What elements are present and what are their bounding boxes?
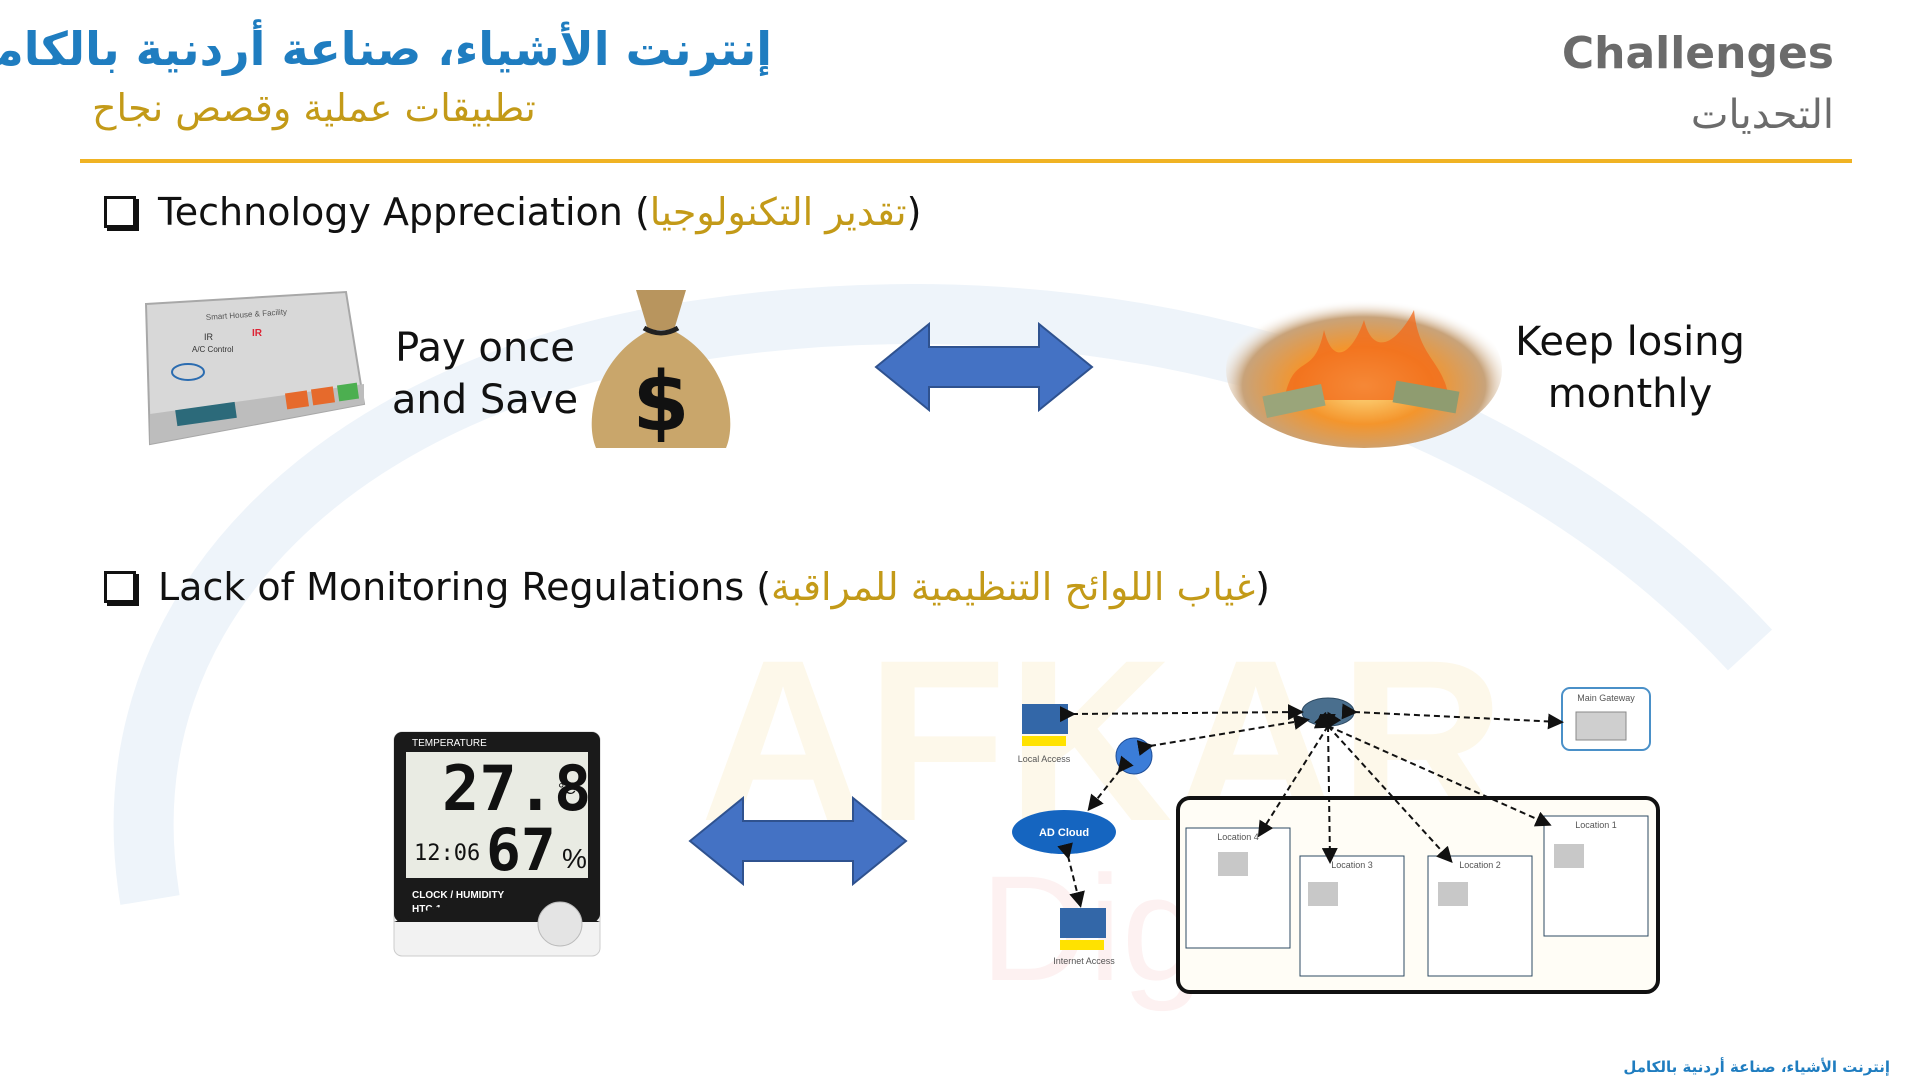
keep-losing-caption: Keep losing monthly [1500,316,1760,420]
svg-text:Location 4: Location 4 [1217,832,1259,842]
checkbox-icon [104,571,136,603]
footer-text: إنترنت الأشياء، صناعة أردنية بالكامل [1623,1058,1890,1076]
device-label-c: A/C Control [192,345,234,354]
bullet-label-en: Lack of Monitoring Regulations ( [158,565,772,609]
svg-text:Location 1: Location 1 [1575,820,1617,830]
thermo-label2: HTC-1 [412,904,442,915]
bullet-label-ar: غياب اللوائح التنظيمية للمراقبة [771,565,1256,609]
pay-once-caption: Pay once and Save [390,322,580,426]
location-3-box: Location 3 [1299,855,1405,977]
keep-losing-line1: Keep losing [1515,319,1745,365]
thermo-time: 12:06 [414,841,480,866]
bullet-label-ar: تقدير التكنولوجيا [649,190,907,234]
dollar-sign: $ [632,355,689,450]
double-arrow-1 [874,322,1094,412]
cloud-label: AD Cloud [1039,827,1089,839]
bullet-technology-appreciation: Technology Appreciation (تقدير التكنولوج… [104,190,921,234]
bullet-monitoring-regulations: Lack of Monitoring Regulations (غياب الل… [104,565,1270,609]
device-label-b: IR [204,332,214,342]
main-gateway-label: Main Gateway [1577,693,1635,703]
local-access-label: Local Access [1018,754,1071,764]
thermo-humidity: 67 [486,816,556,884]
thermo-pct: % [562,843,587,874]
arabic-subtitle: تطبيقات عملية وقصص نجاح [92,86,536,130]
thermo-label1: CLOCK / HUMIDITY [412,890,505,901]
location-4-box: Location 4 [1185,827,1291,949]
device-label-b-red: IR [252,328,263,339]
bullet-close: ) [906,190,922,234]
section-title: Challenges [1561,28,1834,79]
double-arrow-2 [688,796,908,886]
bullet-close: ) [1255,565,1270,609]
iot-network-diagram: Main Gateway Local Access AD Cloud Inter… [1012,687,1660,994]
header-divider [80,159,1852,163]
location-1-box: Location 1 [1543,815,1649,937]
location-2-box: Location 2 [1427,855,1533,977]
svg-text:Location 3: Location 3 [1331,860,1373,870]
pay-once-line2: and Save [391,377,579,423]
checkbox-icon [104,196,136,228]
money-bag-icon: $ [591,290,731,450]
internet-access-label: Internet Access [1053,956,1115,966]
svg-text:Location 2: Location 2 [1459,860,1501,870]
pay-once-line1: Pay once [395,325,575,371]
thermo-unit: °C [558,781,576,798]
thermo-header: TEMPERATURE [412,738,487,749]
thermo-hygrometer-device: TEMPERATURE 27.8 °C 12:06 67 % CLOCK / H… [393,731,601,957]
bullet-label-en: Technology Appreciation ( [158,190,650,234]
burning-money-image [1226,292,1502,448]
arabic-title: إنترنت الأشياء، صناعة أردنية بالكامل [0,22,772,76]
section-title-arabic: التحديات [1690,92,1834,138]
keep-losing-line2: monthly [1547,371,1713,417]
smart-controller-device: Smart House & Facility IR IR A/C Control [144,290,366,446]
